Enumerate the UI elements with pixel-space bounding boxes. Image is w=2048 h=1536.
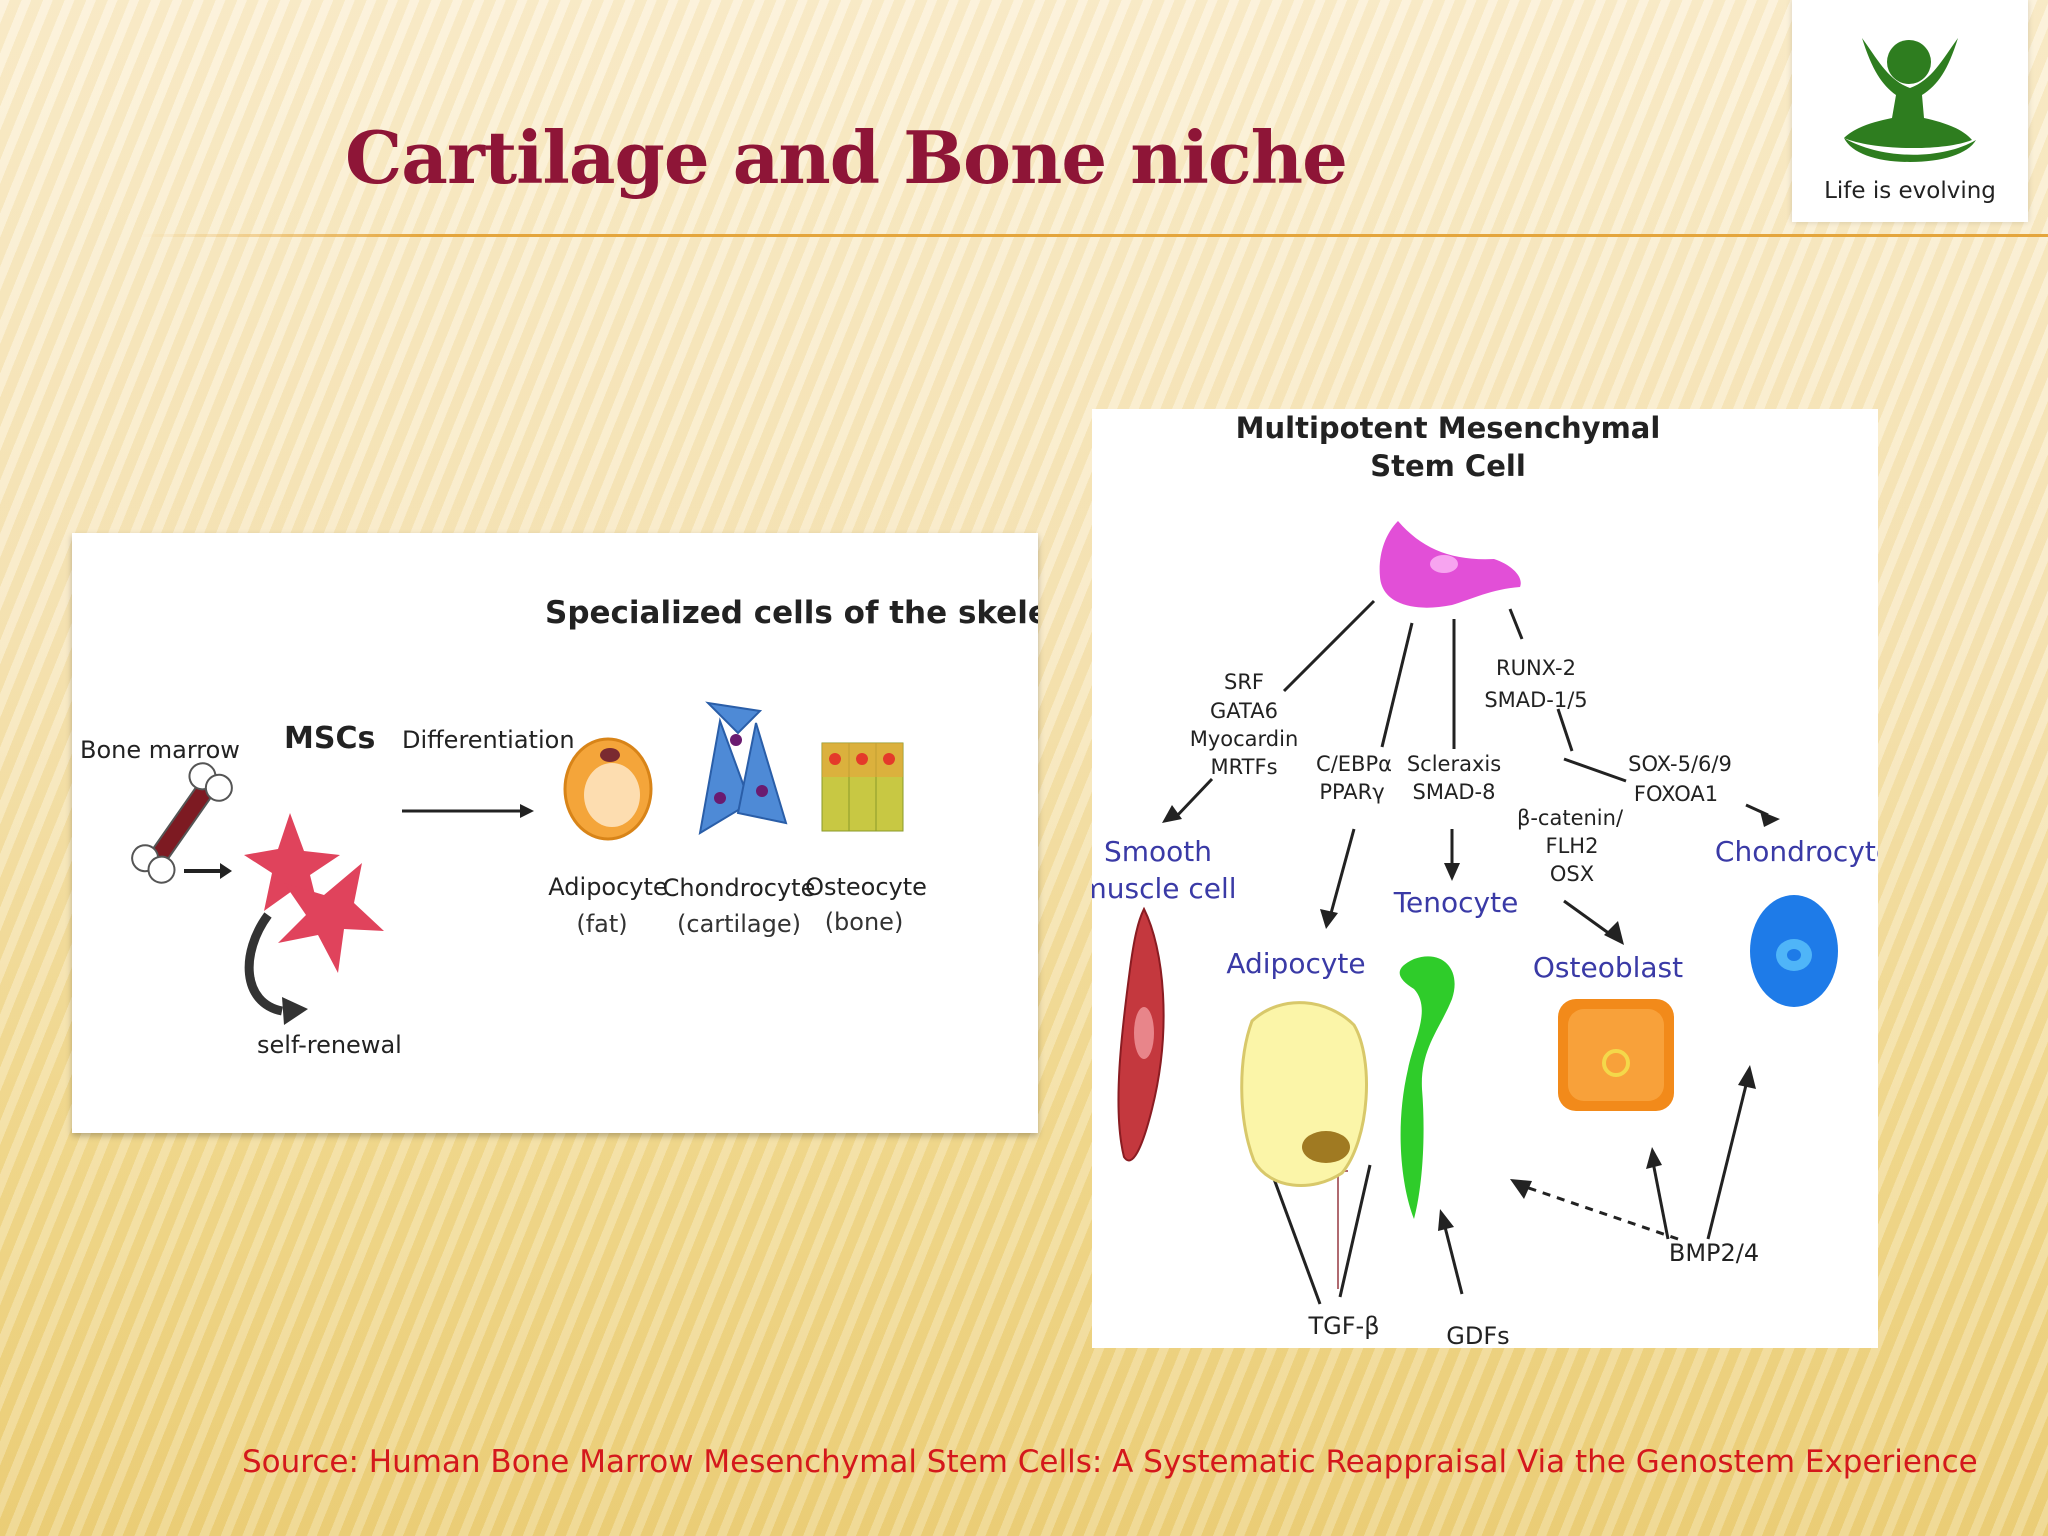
signal-tgf-beta: TGF-β (1307, 1312, 1379, 1340)
factor-myocardin: Myocardin (1190, 727, 1299, 751)
self-renewal-label: self-renewal (257, 1031, 402, 1059)
osteocyte-tissue: (bone) (825, 908, 904, 936)
factor-beta-catenin: β-catenin/ (1517, 806, 1624, 830)
meditating-figure-icon (1844, 38, 1976, 162)
adipocyte-label: Adipocyte (548, 873, 667, 901)
factor-flh2: FLH2 (1546, 834, 1599, 858)
msc-cell-icon-2 (278, 863, 384, 973)
factor-osx: OSX (1550, 862, 1594, 886)
stem-cell-title-line1: Multipotent Mesenchymal (1236, 411, 1661, 445)
signal-bmp24: BMP2/4 (1669, 1239, 1759, 1267)
mscs-label: MSCs (284, 721, 375, 756)
msc-cell-icon (244, 813, 340, 915)
osteocyte-icon (821, 742, 904, 832)
osteocyte-label: Osteocyte (805, 873, 927, 901)
osteoblast-label: Osteoblast (1533, 951, 1683, 984)
factor-gata6: GATA6 (1210, 699, 1278, 723)
smooth-muscle-label-line2: muscle cell (1092, 872, 1237, 905)
tenocyte-label: Tenocyte (1393, 886, 1519, 919)
factor-smad15: SMAD-1/5 (1484, 688, 1587, 712)
factor-foxoa1: FOXOA1 (1634, 782, 1718, 806)
adipocyte-tissue: (fat) (576, 910, 627, 938)
stem-cell-title-line2: Stem Cell (1370, 449, 1526, 483)
factor-sox: SOX-5/6/9 (1628, 752, 1732, 776)
factor-pparg: PPARγ (1319, 780, 1384, 804)
self-renewal-arrow (244, 912, 284, 1016)
chondrocyte-icon (698, 701, 788, 835)
chondrocyte-label: Chondrocyte (663, 874, 816, 902)
factor-cebpa: C/EBPα (1316, 752, 1392, 776)
source-citation: Source: Human Bone Marrow Mesenchymal St… (242, 1444, 1978, 1480)
logo: Life is evolving (1792, 0, 2028, 222)
title-divider (140, 234, 2048, 237)
chondrocyte-tissue: (cartilage) (677, 910, 801, 938)
lineage-arrows (1172, 599, 1769, 1305)
factor-scleraxis: Scleraxis (1407, 752, 1501, 776)
differentiation-label: Differentiation (402, 726, 575, 754)
bmp-inhibit-arrow (1519, 1183, 1679, 1241)
tenocyte-icon (1399, 956, 1455, 1219)
adipocyte-cell-label: Adipocyte (1226, 947, 1365, 980)
msc-lineage-diagram: Multipotent Mesenchymal Stem Cell (1092, 409, 1878, 1348)
smooth-muscle-label-line1: Smooth (1104, 835, 1212, 868)
bone-marrow-label: Bone marrow (80, 736, 240, 764)
logo-tagline: Life is evolving (1824, 178, 1996, 204)
slide-title: Cartilage and Bone niche (345, 115, 1348, 200)
factor-smad8: SMAD-8 (1413, 780, 1496, 804)
msc-differentiation-figure: Specialized cells of the skeletal tissue… (72, 533, 1038, 1133)
chondrocyte-cell-label: Chondrocyte (1715, 835, 1878, 868)
adipocyte-cell-icon (1240, 1001, 1368, 1187)
factor-mrtfs: MRTFs (1210, 755, 1277, 779)
factor-runx2: RUNX-2 (1496, 656, 1576, 680)
factor-srf: SRF (1224, 670, 1264, 694)
bone-icon (131, 762, 233, 884)
signal-gdfs: GDFs (1446, 1322, 1509, 1348)
skeletal-cells-heading: Specialized cells of the skeletal tissue… (545, 595, 1038, 631)
